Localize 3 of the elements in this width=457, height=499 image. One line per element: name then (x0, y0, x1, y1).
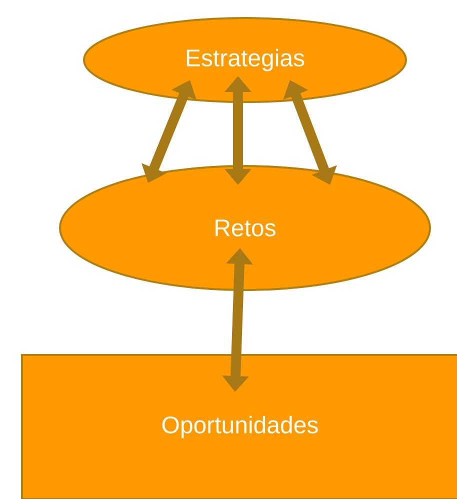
ellipse-node: Estrategias (83, 17, 407, 103)
ellipse-node: Retos (59, 165, 431, 291)
process-box: Oportunidades (21, 354, 457, 499)
